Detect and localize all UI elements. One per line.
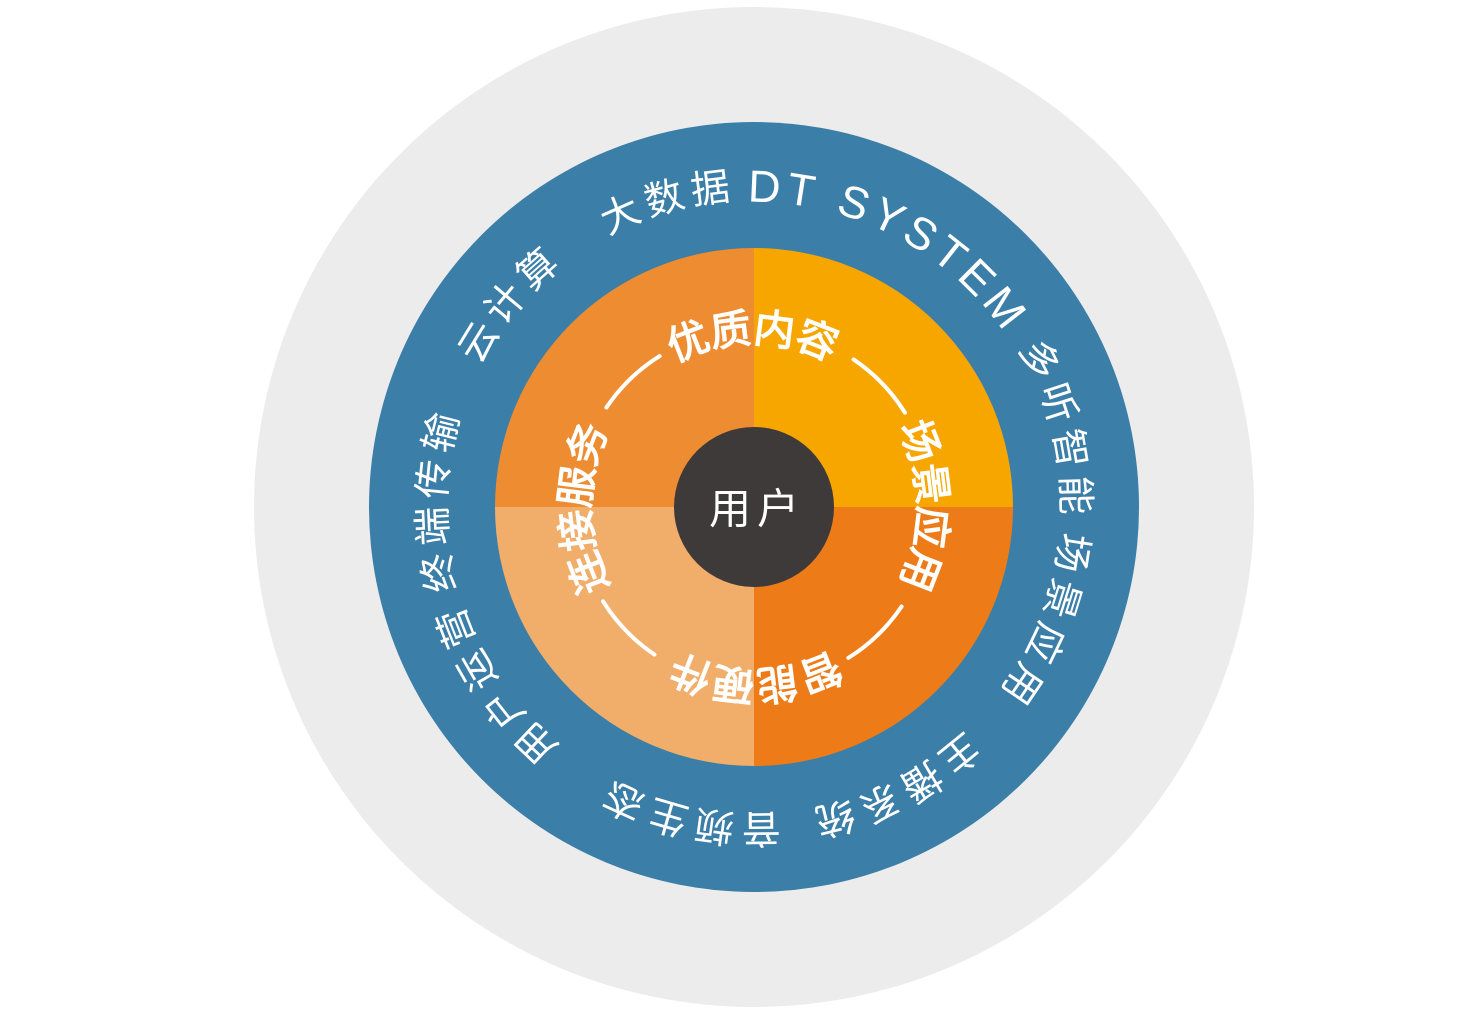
quadrant-bottom-left [495, 507, 754, 766]
divider-arc-3 [601, 599, 657, 657]
center-user-label: 用户 [709, 486, 805, 533]
quadrant-top-right [754, 248, 1013, 507]
quadrant-top-left [495, 248, 754, 507]
orange-quadrants [495, 248, 1013, 766]
center-circle [674, 427, 834, 587]
divider-arc-1 [851, 357, 907, 415]
divider-arc-2 [846, 604, 904, 660]
quadrant-bottom-right [754, 507, 1013, 766]
white-divider-arcs [601, 354, 907, 660]
divider-arc-4 [604, 354, 662, 410]
